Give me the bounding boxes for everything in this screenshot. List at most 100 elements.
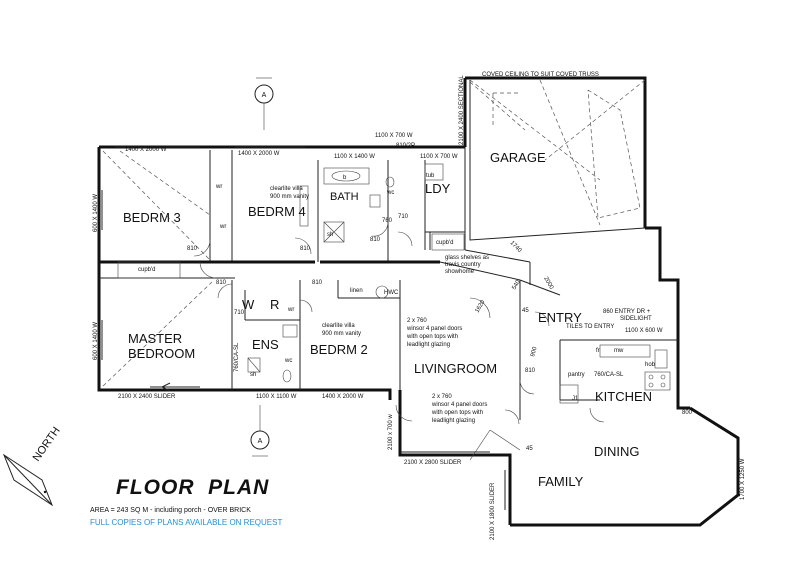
note-wc-2: wc <box>284 358 292 364</box>
note-w-bot-2: 1400 X 2000 W <box>322 394 364 400</box>
note-x45-a: 45 <box>522 308 529 314</box>
room-ldy: LDY <box>425 181 451 196</box>
note-w-top-2: 1400 X 2000 W <box>238 151 280 157</box>
note-810-e: 810 <box>312 280 323 286</box>
note-w-top-6: 1100 X 700 W <box>420 154 458 160</box>
room-kitchen: KITCHEN <box>595 389 652 404</box>
note-linen: linen <box>350 288 363 294</box>
note-doors-2c: with open tops with <box>431 410 483 416</box>
note-vanity-1a: clearlite villa <box>270 186 303 192</box>
room-entry: ENTRY <box>538 310 582 325</box>
note-doors-1a: 2 x 760 <box>407 318 427 324</box>
note-x900: 900 <box>530 346 539 358</box>
bedroom-roof-lines <box>102 150 213 387</box>
note-cupbd-2: cupb'd <box>436 240 454 246</box>
note-doors-2a: 2 x 760 <box>432 394 452 400</box>
north-arrow <box>2 453 54 507</box>
note-710-a: 710 <box>398 214 409 220</box>
note-x1620: 1620 <box>475 299 487 314</box>
note-810-b: 810 <box>300 246 311 252</box>
note-vanity-2a: clearlite villa <box>322 323 355 329</box>
note-j1: J1 <box>572 396 579 402</box>
note-slider-1: 2100 X 2400 SLIDER <box>118 394 176 400</box>
note-810-c: 810 <box>370 237 381 243</box>
room-bath: BATH <box>330 191 359 203</box>
note-pantry: pantry <box>568 372 585 378</box>
note-710-b: 710 <box>234 310 245 316</box>
note-shelves-3: showhome <box>445 269 475 275</box>
note-w-top-4: 810/2P <box>396 143 415 149</box>
door-swings <box>193 221 605 461</box>
note-hob: hob <box>645 362 656 368</box>
note-entry-door-2: SIDELIGHT <box>620 316 652 322</box>
plan-title: FLOOR PLAN <box>116 476 269 499</box>
note-entry-door-1: 860 ENTRY DR + <box>603 309 651 315</box>
room-bedrm2: BEDRM 2 <box>310 342 368 357</box>
note-w-top-1: 1400 X 2000 W <box>125 147 167 153</box>
note-wr-3: wr <box>287 307 294 313</box>
note-doors-2d: leadlight glazing <box>432 418 475 424</box>
note-w-1700: 1700 X 1250 W <box>740 458 746 500</box>
note-fr: fr <box>596 348 600 354</box>
note-doors-1b: winsor 4 panel doors <box>406 326 462 332</box>
note-vanity-1b: 900 mm vanity <box>270 194 309 200</box>
note-slider-3: 2100 X 1800 SLIDER <box>490 482 496 540</box>
note-left-w-2: 600 X 1400 W <box>93 322 99 360</box>
note-wc-1: wc <box>386 190 394 196</box>
interior-walls <box>99 147 678 420</box>
section-marker-bottom <box>250 405 270 457</box>
note-hwc: HWC <box>384 290 399 296</box>
note-slider-2: 2100 X 2800 SLIDER <box>404 460 462 466</box>
note-810-f: 810 <box>525 368 536 374</box>
note-shelves-1: glass shelves as <box>445 255 489 261</box>
room-dining: DINING <box>594 444 640 459</box>
exterior-walls <box>97 76 740 527</box>
room-master-line2: BEDROOM <box>128 346 195 361</box>
room-bedrm3: BEDRM 3 <box>123 210 181 225</box>
note-cs760-b: 760/CA-SL <box>594 372 624 378</box>
note-810-d: 810 <box>216 280 227 286</box>
note-sh-2: sh <box>250 372 256 378</box>
note-sh-1: sh <box>327 232 333 238</box>
note-coved-ceiling: COVED CEILING TO SUIT COVED TRUSS <box>482 72 599 78</box>
note-810-a: 810 <box>187 246 198 252</box>
note-left-w-1: 600 X 1400 W <box>93 194 99 232</box>
note-cupbd-1: cupb'd <box>138 267 156 273</box>
note-wr-1: wr <box>215 184 222 190</box>
note-w-1100-600: 1100 X 600 W <box>625 328 663 334</box>
note-tiles: TILES TO ENTRY <box>566 324 614 330</box>
garage-roof-lines <box>469 79 646 226</box>
north-label: NORTH <box>31 425 63 464</box>
area-note: AREA = 243 SQ M - including porch - OVER… <box>90 507 251 514</box>
room-master-line1: MASTER <box>128 331 182 346</box>
note-w-top-3: 1100 X 700 W <box>375 133 413 139</box>
availability-note: FULL COPIES OF PLANS AVAILABLE ON REQUES… <box>90 518 282 527</box>
note-cs760-a: 760/CA-SL <box>234 342 240 372</box>
note-800: 800 <box>682 410 693 416</box>
note-doors-2b: winsor 4 panel doors <box>431 402 487 408</box>
note-w-bot-1: 1100 X 1100 W <box>256 394 297 400</box>
section-marker-top <box>254 77 274 130</box>
room-garage: GARAGE <box>490 150 546 165</box>
note-mw: mw <box>614 348 624 354</box>
room-wir-w: W <box>242 297 255 312</box>
note-doors-1c: with open tops with <box>406 334 458 340</box>
fixtures <box>247 163 671 404</box>
note-x1740: 1740 <box>509 240 523 254</box>
note-wr-2: wr <box>219 224 226 230</box>
room-wir-r: R <box>270 297 279 312</box>
note-vanity-2b: 900 mm vanity <box>322 331 361 337</box>
note-760: 760 <box>382 218 393 224</box>
section-label-bottom: A <box>258 438 263 445</box>
room-livingroom: LIVINGROOM <box>414 361 497 376</box>
note-w-bot-3: 2100 x 700 w <box>388 414 394 450</box>
window-marks <box>101 146 506 510</box>
note-b: b <box>343 175 347 181</box>
note-x45-b: 45 <box>526 446 533 452</box>
room-bedrm4: BEDRM 4 <box>248 204 306 219</box>
note-w-top-5: 1100 X 1400 W <box>334 154 375 160</box>
note-sectional-door: 2100 X 2400 SECTIONAL <box>459 75 465 145</box>
note-x540: 540 <box>512 279 523 291</box>
note-tub: tub <box>426 173 435 179</box>
